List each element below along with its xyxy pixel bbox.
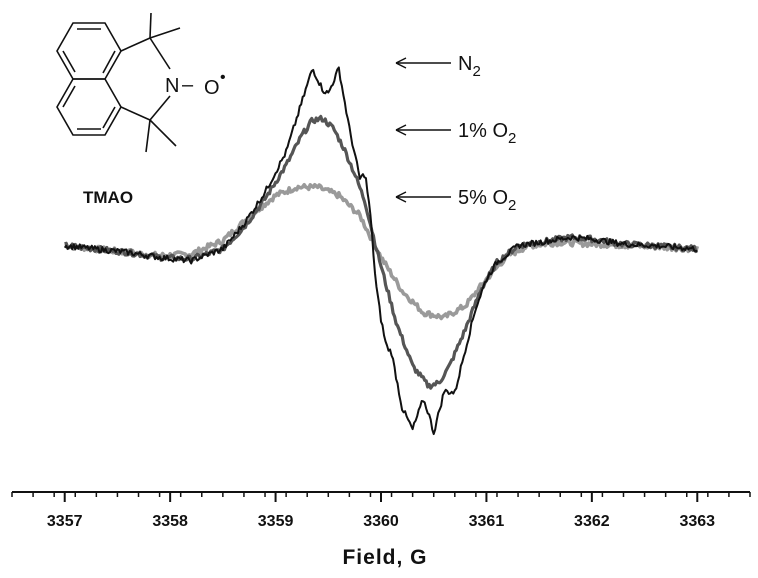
methyl-3b xyxy=(149,119,177,147)
lower-ring xyxy=(56,78,122,136)
molecule-label: TMAO xyxy=(83,188,133,207)
arrow-head-icon xyxy=(395,124,407,136)
x-tick-label: 3357 xyxy=(47,513,83,530)
bond-c3-n xyxy=(149,95,171,121)
series-line-5-o2 xyxy=(64,182,700,321)
bond-c1-n xyxy=(149,37,171,70)
annotation-layer: N2 1% O2 5% O2 xyxy=(395,53,516,214)
tmao-structure xyxy=(56,12,181,153)
n-o-bond: – xyxy=(182,74,194,96)
annotation-subscript: 2 xyxy=(508,197,516,214)
series-layer xyxy=(63,66,700,436)
series-line-n2 xyxy=(63,66,698,436)
x-tick-label: 3359 xyxy=(258,513,294,530)
annotation-label: 5% O2 xyxy=(458,187,516,214)
x-tick-label: 3363 xyxy=(679,513,715,530)
arrow-head-icon xyxy=(395,57,407,69)
bond-c1 xyxy=(120,37,151,52)
x-tick-label: 3360 xyxy=(363,513,399,530)
upper-ring xyxy=(56,22,122,80)
x-tick-label: 3358 xyxy=(152,513,188,530)
annotation-subscript: 2 xyxy=(472,63,480,80)
x-axis: 3357 3358 3359 3360 3361 3362 3363 xyxy=(11,491,751,530)
bond-c3 xyxy=(120,106,151,121)
series-line-1-o2 xyxy=(64,114,699,390)
annotation-subscript: 2 xyxy=(508,130,516,147)
upper-ring-double-bond-2 xyxy=(62,50,76,73)
nitrogen-atom: N xyxy=(165,75,179,97)
methyl-3a xyxy=(145,119,151,153)
methyl-1a xyxy=(149,12,152,39)
x-tick-label: 3362 xyxy=(574,513,610,530)
x-axis-title: Field, G xyxy=(342,546,427,569)
arrow-head-icon xyxy=(395,191,407,203)
lower-ring-double-bond-1 xyxy=(62,85,76,108)
oxygen-atom: O xyxy=(204,77,220,99)
radical-dot-icon: • xyxy=(220,69,226,86)
upper-ring-double-bond-3 xyxy=(102,50,116,74)
lower-ring-double-bond-3 xyxy=(102,106,116,129)
annotation-label: 1% O2 xyxy=(458,120,516,147)
methyl-1b xyxy=(149,27,181,39)
annotation-label: N2 xyxy=(458,53,481,80)
x-tick-label: 3361 xyxy=(469,513,505,530)
